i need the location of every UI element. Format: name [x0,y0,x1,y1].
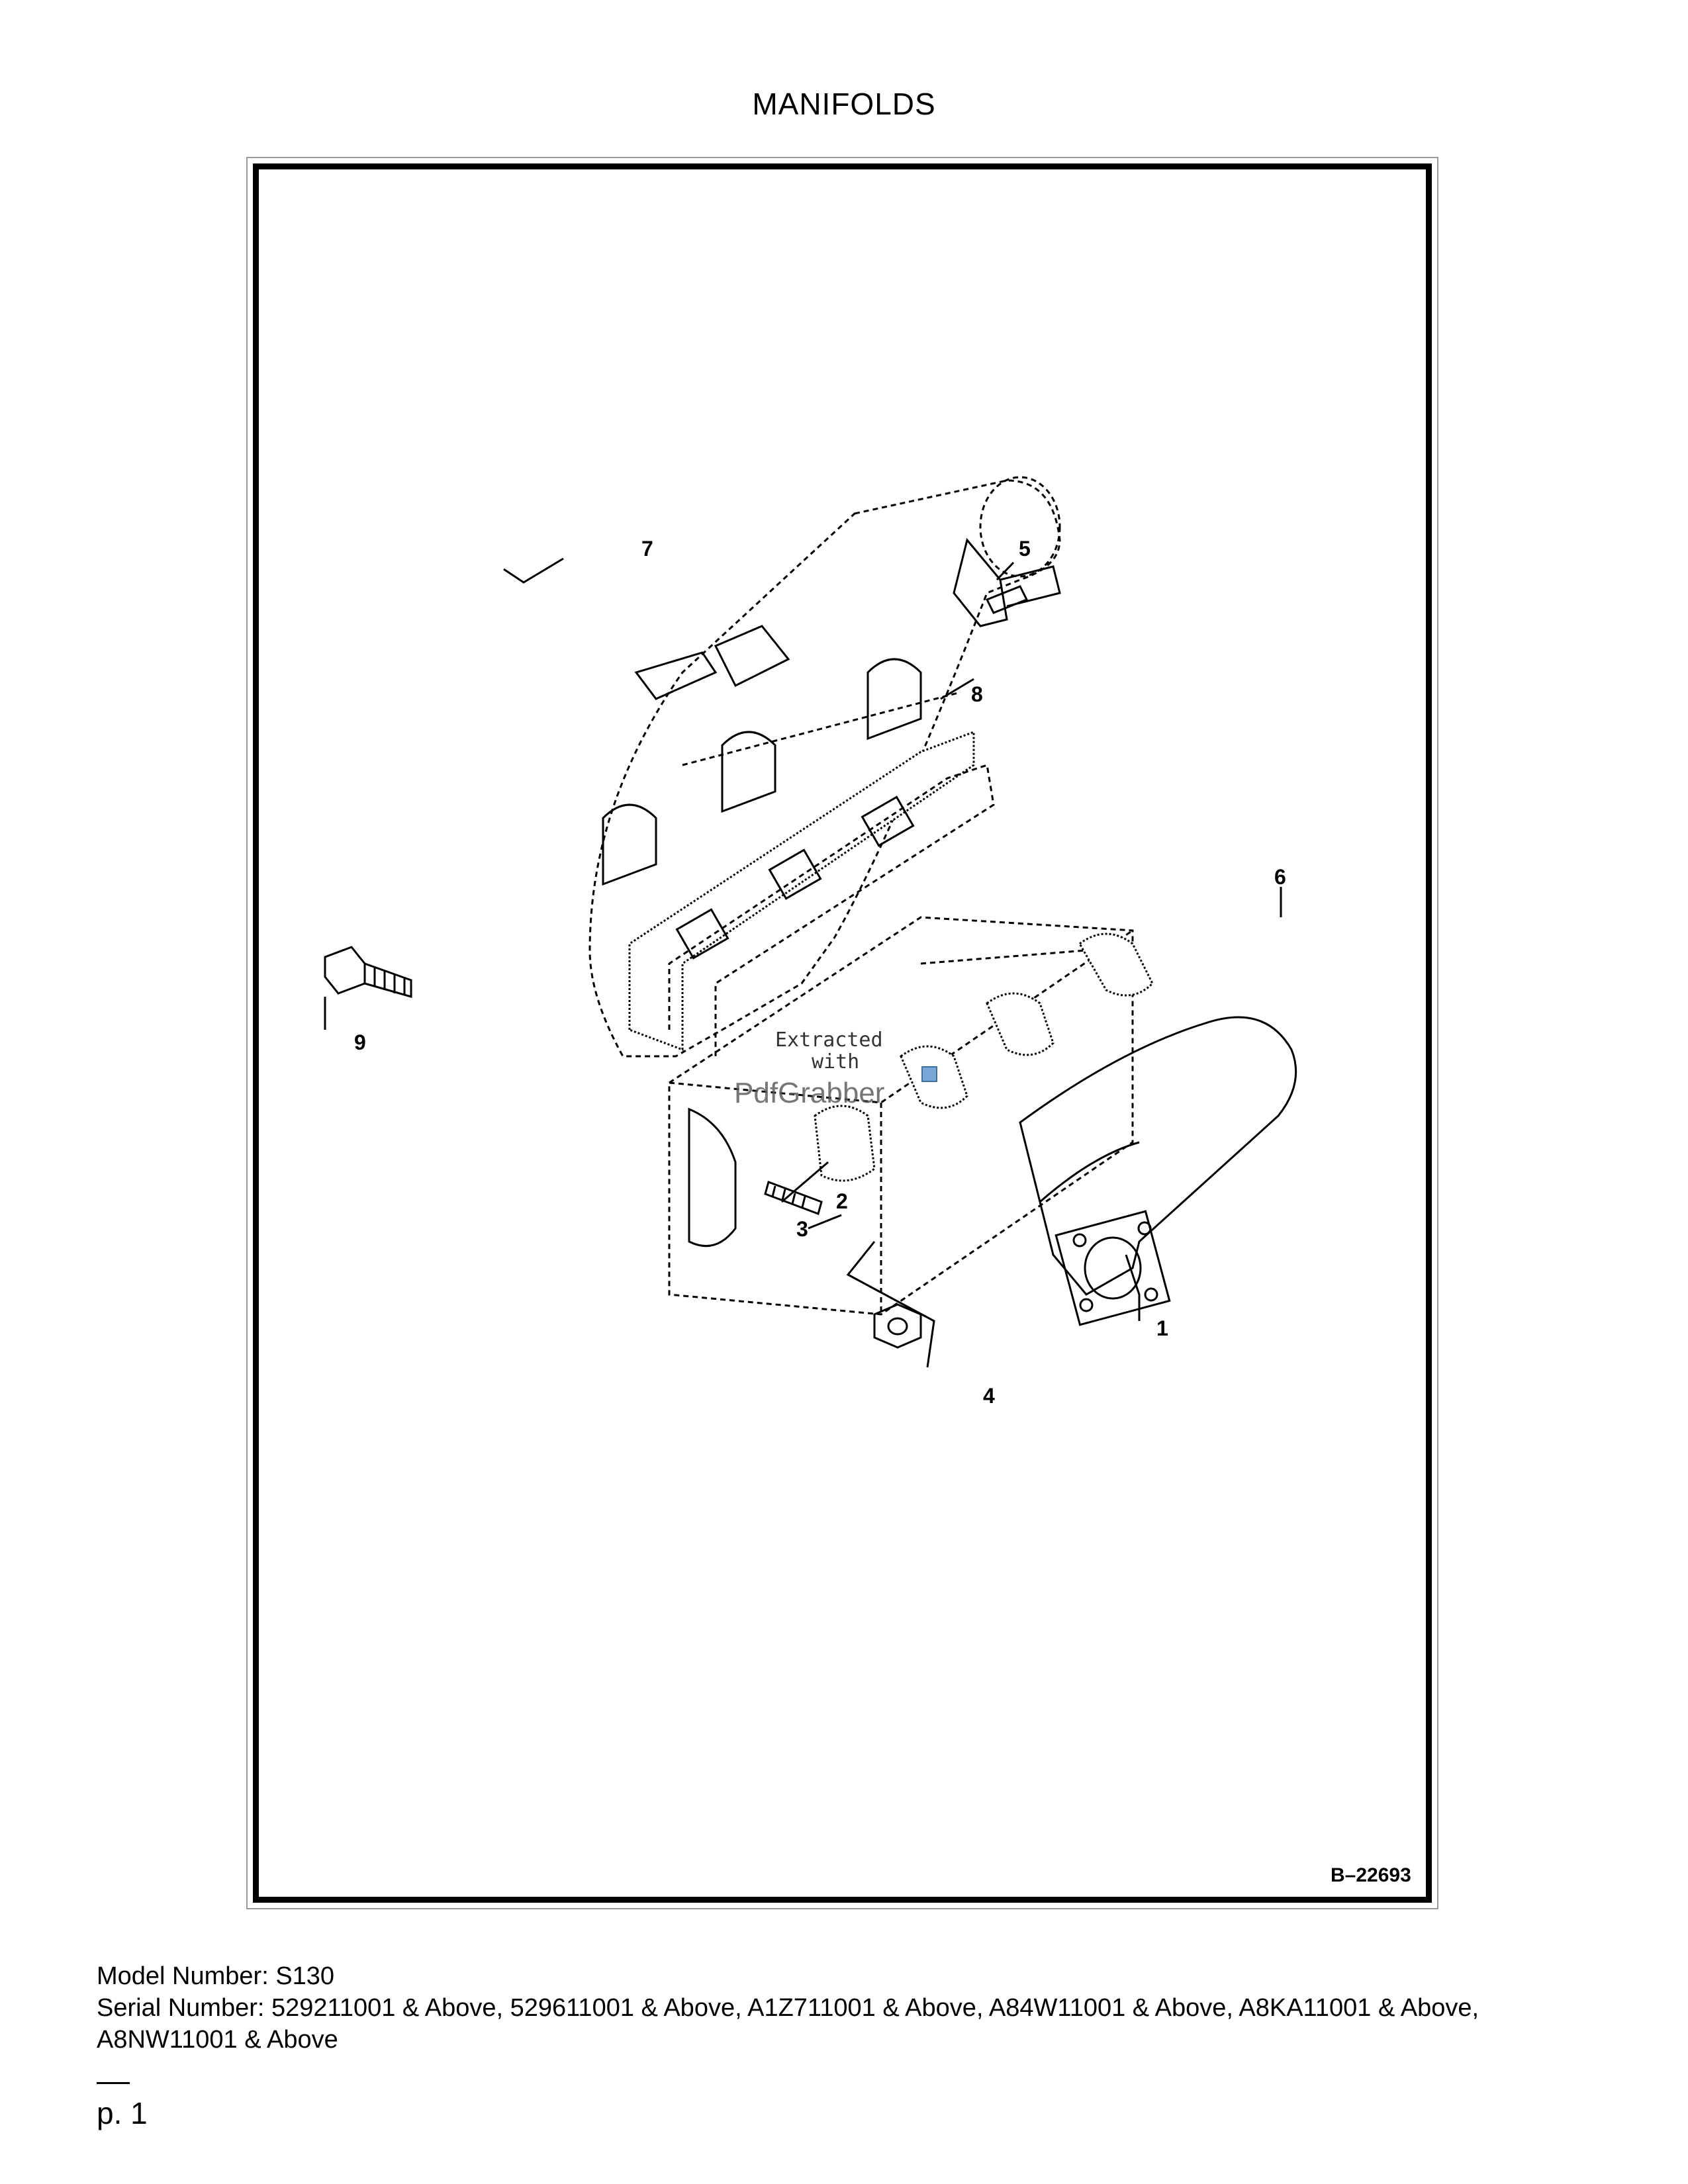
exploded-parts-diagram: 1 2 3 4 5 6 7 8 9 Extracted with PdfGrab… [324,476,1297,1408]
leader-lines [324,557,1282,1368]
callout-9: 9 [354,1030,366,1054]
callout-6: 6 [1274,865,1286,889]
callout-5: 5 [1019,537,1031,561]
watermark-line2: with [812,1050,859,1073]
pdfgrabber-logo-icon [921,1066,937,1082]
nut [873,1303,922,1349]
exhaust-manifold [1019,1016,1297,1326]
drawing-number: B–22693 [1331,1864,1411,1886]
bolt [324,946,412,998]
footer-info: Model Number: S130 Serial Number: 529211… [97,1960,1593,2056]
watermark-line1: Extracted [775,1028,883,1052]
callout-1: 1 [1156,1316,1168,1340]
intake-manifold [588,476,1061,1058]
page-title: MANIFOLDS [752,87,936,121]
callout-7: 7 [641,537,653,561]
diagram-frame-outer [246,157,1438,1909]
diagram-frame [253,163,1432,1903]
cylinder-head [668,916,1134,1316]
serial-number: Serial Number: 529211001 & Above, 529611… [97,1994,1479,2054]
intake-gasket [628,730,995,1056]
model-number: Model Number: S130 [97,1962,335,1990]
watermark: Extracted with PdfGrabber [734,1028,937,1109]
callout-3: 3 [796,1217,808,1241]
exhaust-gaskets [814,933,1154,1182]
watermark-line3: PdfGrabber [734,1077,884,1109]
stud [764,1181,823,1215]
callout-4: 4 [983,1384,995,1408]
fitting [985,585,1029,614]
footer-rule [97,2082,130,2084]
page-number: p. 1 [97,2096,148,2130]
callout-8: 8 [971,682,983,706]
callout-2: 2 [836,1189,848,1213]
